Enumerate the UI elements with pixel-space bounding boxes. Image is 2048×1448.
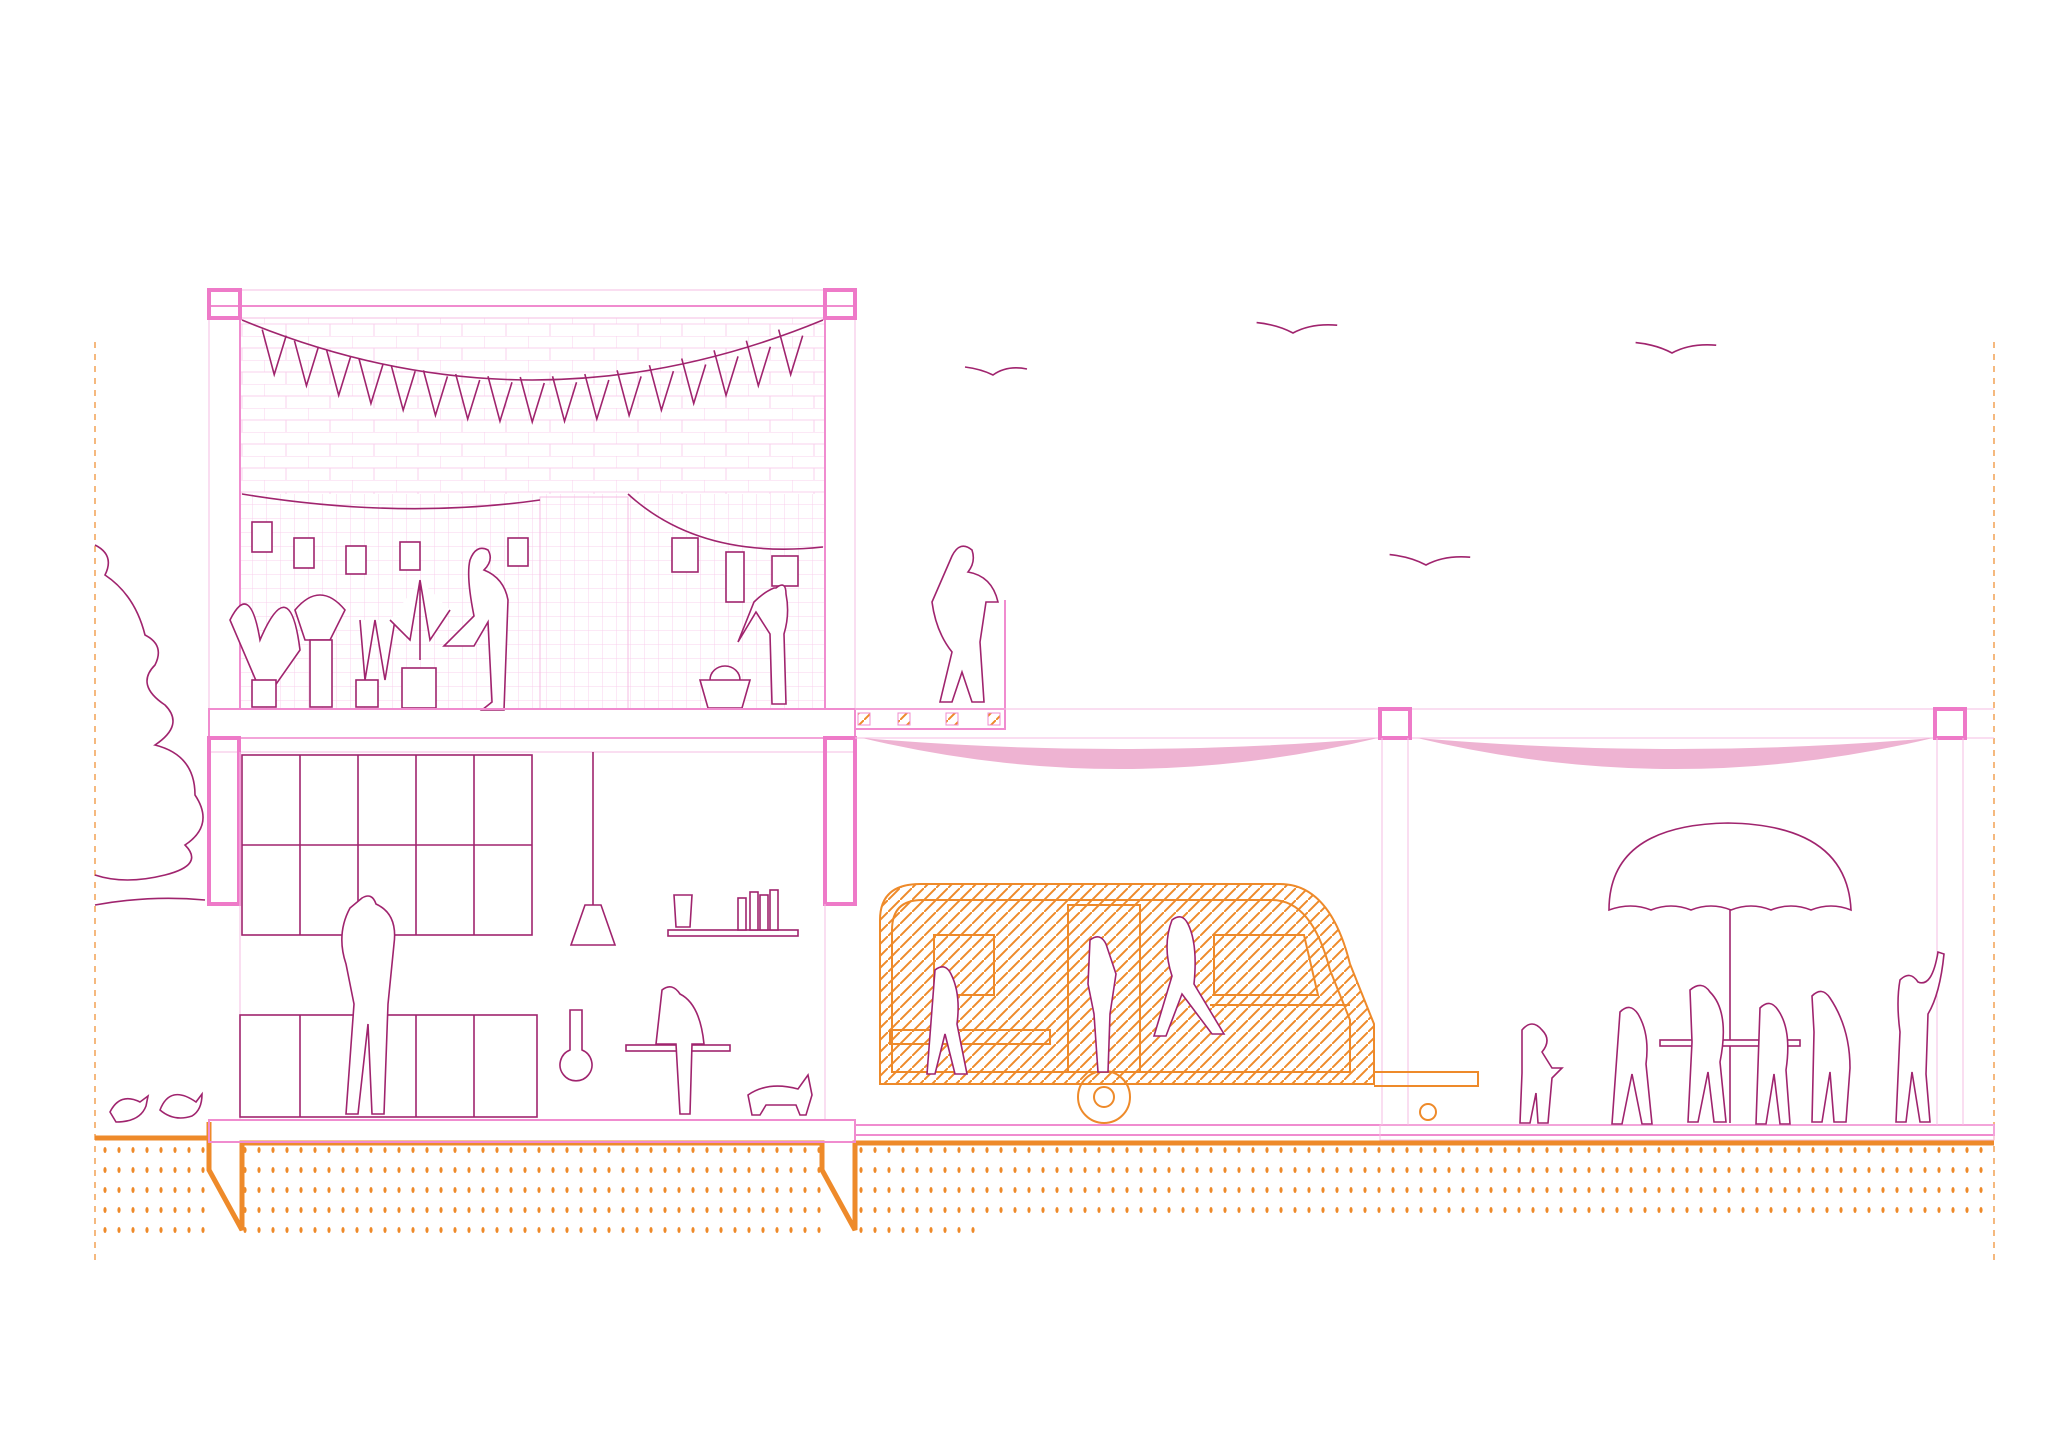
bunting-flag [680, 358, 707, 407]
person-seated-4-icon [1811, 990, 1851, 1123]
bunting-flag [358, 358, 384, 407]
tree-outline [94, 544, 206, 906]
bird-icon [1256, 321, 1338, 334]
vase-plant [673, 894, 693, 928]
shelf [667, 929, 799, 937]
bunting-flag [325, 350, 352, 399]
caravan-icon [879, 883, 1479, 1124]
laundry-basket [698, 665, 752, 709]
lamp-icon [569, 904, 617, 946]
house-ground-floor [109, 736, 857, 1123]
birds [964, 321, 1717, 566]
clothes-line [627, 493, 824, 550]
person-sitting-caravan-icon [926, 966, 968, 1075]
chicken-icons [109, 1091, 203, 1123]
bunting-flag [519, 376, 546, 425]
person-at-desk-icon [655, 986, 705, 1115]
bunting-flag [616, 370, 642, 419]
bird-icon [964, 366, 1028, 376]
person-standing-waving-icon [1895, 950, 1945, 1123]
trousers [725, 551, 745, 603]
person-seated-2-icon [1687, 984, 1727, 1123]
guitar-icon [559, 1009, 593, 1082]
bird-icon [1635, 341, 1717, 354]
person-seated-1-icon [1611, 1006, 1653, 1125]
bunting-flag [713, 350, 739, 399]
bunting-flag [584, 373, 610, 422]
umbrella-icon [1608, 822, 1852, 912]
pergola-beam-2 [1933, 707, 1967, 740]
shade-sail-1 [862, 738, 1378, 769]
child-icon [1519, 1023, 1564, 1124]
roof-beam-right [823, 288, 857, 320]
bunting-flag [777, 329, 804, 378]
hanging-plants [251, 521, 529, 575]
bunting-flag [487, 376, 513, 425]
person-hanging-laundry-icon [737, 584, 789, 705]
bunting-flag [551, 376, 578, 425]
pergola [855, 707, 1994, 1125]
bunting-flag [454, 373, 481, 422]
books [737, 889, 779, 931]
shade-sail-2 [1417, 738, 1933, 769]
potted-plants [229, 579, 451, 709]
shirt-1 [671, 537, 699, 573]
plant-line [241, 493, 541, 510]
garden-bunting [94, 897, 206, 906]
house-upper-floor [207, 288, 857, 711]
bunting [241, 319, 824, 381]
bird-icon [1389, 553, 1471, 566]
caravan-window-left [933, 934, 995, 996]
bunting-flag [422, 370, 449, 419]
first-floor-slab [208, 545, 1006, 753]
caravan-window-right [1213, 934, 1320, 996]
patio-table [1659, 1039, 1801, 1047]
pergola-beam-1 [1378, 707, 1412, 740]
bunting-flags [261, 329, 804, 425]
roof-beam-left [207, 288, 242, 320]
person-cooking-icon [341, 895, 396, 1115]
person-reading-caravan-icon [1087, 936, 1117, 1073]
ground-slab [208, 1119, 1995, 1143]
bunting-flag [648, 364, 675, 414]
person-on-terrace-icon [931, 545, 1000, 703]
cat-icon [747, 1073, 813, 1116]
bunting-flag [293, 340, 320, 389]
person-walking-caravan-icon [1152, 916, 1226, 1037]
shirt-2 [771, 555, 799, 587]
bunting-flag [745, 340, 772, 389]
bunting-flag [261, 329, 287, 378]
bunting-flag [390, 364, 416, 414]
patio [1519, 822, 1945, 1125]
person-watering-icon [442, 547, 509, 711]
person-seated-3-icon [1755, 1002, 1791, 1125]
